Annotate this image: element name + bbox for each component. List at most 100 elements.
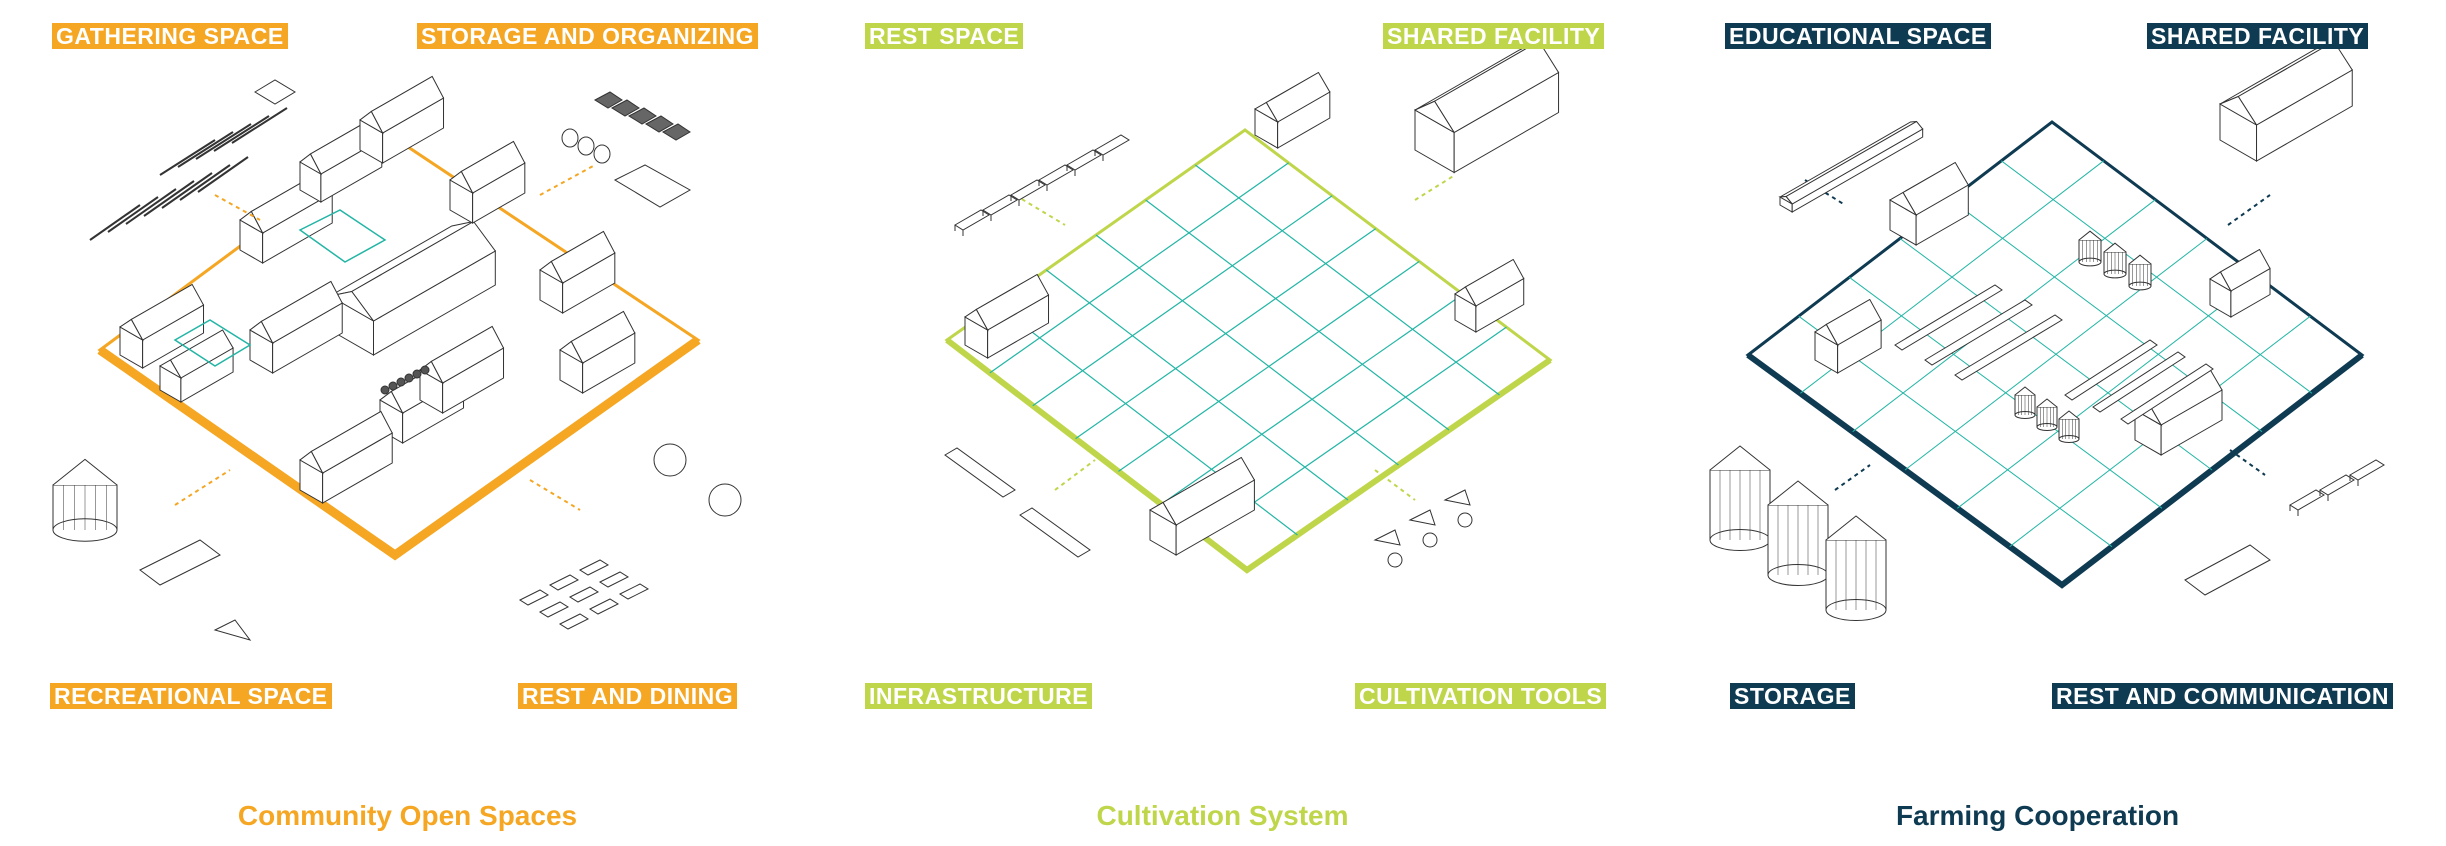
silo-roof (2078, 230, 2102, 241)
building-face (359, 110, 384, 135)
silo-roof (1709, 445, 1771, 471)
farming-cooperation-diagram (1709, 40, 2385, 621)
silo-roof (2128, 254, 2152, 265)
dining-table (568, 586, 600, 603)
building (1888, 161, 1969, 246)
timber-bench (179, 164, 231, 201)
canopy (613, 164, 692, 208)
bench-seat (2289, 489, 2325, 511)
dining-table (578, 559, 610, 576)
building-face (1785, 120, 1924, 205)
label-gathering-space: GATHERING SPACE (52, 23, 288, 49)
building (158, 329, 234, 403)
pipe-rack (1019, 507, 1091, 558)
leader-line (2227, 194, 2271, 226)
panel-cultivation-system: REST SPACE SHARED FACILITY INFRASTRUCTUR… (815, 0, 1630, 846)
label-rest-and-communication: REST AND COMMUNICATION (2052, 683, 2393, 709)
silo-roof (1767, 480, 1829, 506)
dining-table (598, 571, 630, 588)
leader-line (174, 469, 231, 506)
building (119, 283, 205, 369)
building-face (249, 320, 274, 345)
label-storage-and-organizing: STORAGE AND ORGANIZING (417, 23, 759, 49)
building (359, 75, 445, 164)
timber-bench (177, 131, 234, 168)
small-silo (2078, 230, 2102, 267)
barrel (561, 128, 579, 148)
building-central-hall (328, 220, 497, 356)
building-face (559, 340, 584, 365)
timber-bench (89, 204, 141, 241)
building-face (539, 260, 564, 285)
field-column (1045, 269, 1349, 501)
bench (1066, 149, 1102, 176)
bench (982, 194, 1018, 221)
barrel (593, 144, 611, 164)
dining-table (588, 598, 620, 615)
planter (1894, 284, 2003, 351)
educational-pavilion (1778, 120, 1924, 213)
leader-line (1374, 469, 1416, 501)
dining-table (538, 601, 570, 618)
building-face (1454, 286, 1478, 308)
round-table (653, 443, 687, 477)
timber-bench (107, 196, 159, 233)
building-face (2209, 271, 2233, 293)
bench (2289, 489, 2325, 516)
bench-seat (982, 194, 1018, 216)
bench-seat (1010, 179, 1046, 201)
timber-bench (195, 123, 252, 160)
building-face (328, 290, 374, 322)
timber-bench (197, 156, 249, 193)
leader-line (2229, 449, 2266, 476)
wheelbarrow (1373, 529, 1401, 546)
label-infrastructure: INFRASTRUCTURE (865, 683, 1093, 709)
cultivation-system-diagram (944, 40, 1560, 574)
label-shared-facility: SHARED FACILITY (2147, 23, 2369, 49)
courtyard-outline (298, 209, 387, 263)
round-table (380, 385, 390, 395)
building-face (1253, 101, 1279, 124)
greenhouse (964, 273, 1050, 359)
crate (644, 115, 674, 133)
wheelbarrow-wheel (1457, 512, 1473, 528)
wheelbarrow (1408, 509, 1436, 526)
leader-line (539, 164, 596, 196)
timber-bench (143, 180, 195, 217)
round-table (708, 483, 742, 517)
building (249, 280, 343, 374)
building-face (964, 308, 989, 332)
greenhouse (1253, 71, 1331, 149)
bench (1094, 134, 1130, 161)
dining-table (618, 583, 650, 600)
bench-seat (1066, 149, 1102, 171)
grain-silo (1825, 515, 1887, 621)
courtyard-outline (173, 319, 252, 367)
market-stall (139, 539, 221, 586)
planter (2092, 351, 2186, 413)
building (299, 410, 393, 504)
dining-table (548, 574, 580, 591)
building (1814, 298, 1882, 374)
label-shared-facility: SHARED FACILITY (1383, 23, 1605, 49)
dining-table (518, 589, 550, 606)
shared-facility-shed (1413, 40, 1560, 174)
leader-line (1014, 194, 1066, 226)
wheelbarrow (1443, 489, 1471, 506)
building-face (158, 359, 183, 380)
silo-roof (2014, 386, 2036, 396)
panel-title: Cultivation System (1096, 800, 1349, 831)
small-silo (2103, 242, 2127, 279)
building-face (299, 153, 323, 176)
small-silo (2128, 254, 2152, 291)
dining-table (558, 613, 590, 630)
building-face (119, 318, 144, 342)
easel (213, 619, 252, 641)
building (2209, 248, 2271, 318)
building (419, 325, 505, 414)
panel-community-open-spaces: GATHERING SPACE STORAGE AND ORGANIZING R… (0, 0, 815, 846)
leader-line (529, 479, 581, 511)
building-face (1413, 100, 1455, 133)
timber-bench (159, 139, 216, 176)
wheelbarrow-wheel (1387, 552, 1403, 568)
